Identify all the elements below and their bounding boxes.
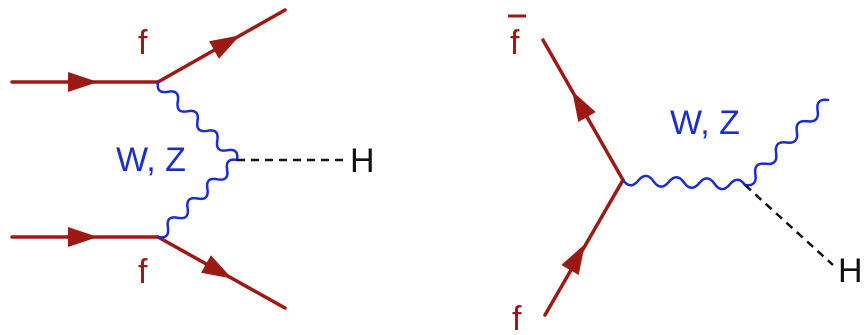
arrow-icon <box>201 255 233 279</box>
antifermion-label: f <box>510 24 520 62</box>
boson-label: W, Z <box>670 104 740 142</box>
boson-line-top <box>156 80 239 162</box>
higgs-line <box>744 184 834 266</box>
arrow-icon <box>561 244 585 275</box>
higgs-label: H <box>350 142 375 180</box>
boson-label: W, Z <box>116 141 186 179</box>
fermion-label: f <box>512 300 522 335</box>
arrow-icon <box>572 90 596 122</box>
antifermion-line <box>541 38 625 182</box>
diagram-higgs-strahlung: f f W, Z H <box>508 14 863 335</box>
diagram-vector-boson-fusion: f f W, Z H <box>10 8 375 310</box>
arrow-icon <box>68 227 98 247</box>
fermion-top-label: f <box>138 24 148 62</box>
arrow-icon <box>209 35 241 59</box>
outgoing-fermion-bottom <box>156 235 287 310</box>
incoming-fermion-top <box>10 72 160 92</box>
arrow-icon <box>68 72 98 92</box>
boson-line-bottom <box>156 158 239 239</box>
higgs-label: H <box>838 252 863 290</box>
fermion-line-incoming <box>543 178 625 317</box>
fermion-bottom-label: f <box>138 253 148 291</box>
outgoing-fermion-top <box>156 8 287 84</box>
incoming-fermion-bottom <box>10 227 160 247</box>
